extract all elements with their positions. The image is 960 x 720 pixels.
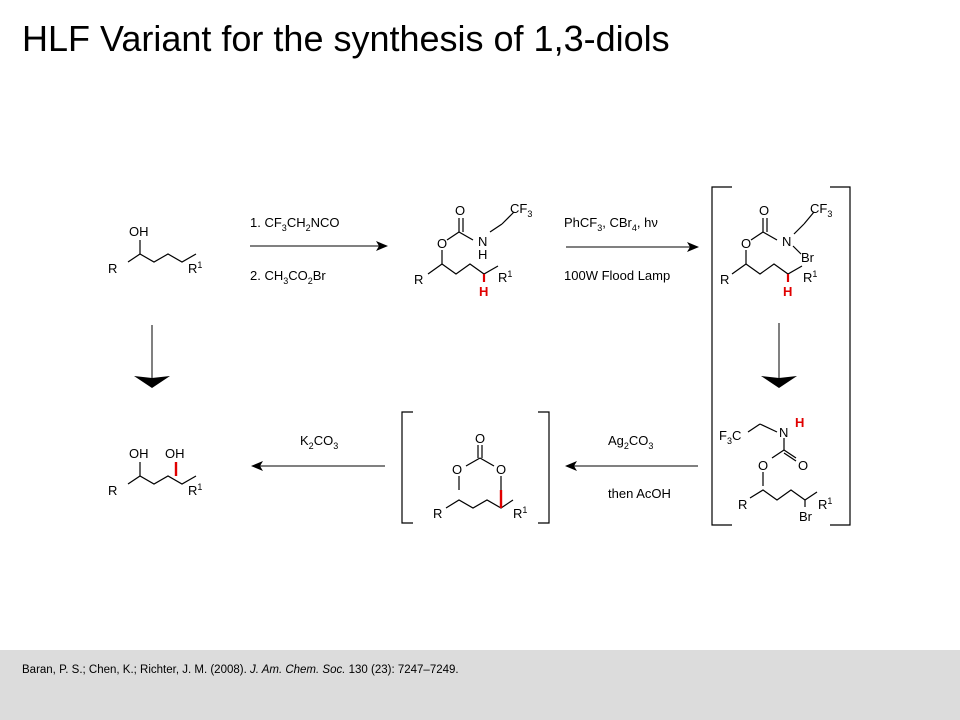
footer-bar: Baran, P. S.; Chen, K.; Richter, J. M. (…: [0, 650, 960, 720]
cyclic-carbonate-labels: O O O R R1: [433, 431, 527, 521]
svg-text:O: O: [758, 458, 768, 473]
svg-text:O: O: [475, 431, 485, 446]
carbamate: [427, 211, 515, 282]
arrow-3-line-2: then AcOH: [608, 486, 671, 501]
arrow-1-line-1: 1. CF3CH2NCO: [250, 215, 340, 233]
svg-text:O: O: [798, 458, 808, 473]
r1-label: R1: [188, 260, 202, 276]
n-bromo-carbamate: [731, 211, 815, 282]
svg-text:O: O: [452, 462, 462, 477]
reaction-scheme: OH R R1 1. CF3CH2NCO 2. CH3CO2Br O O N H…: [108, 186, 851, 526]
arrow-3-conditions: Ag2CO3 then AcOH: [608, 433, 671, 501]
starting-alcohol: [127, 240, 197, 263]
starting-alcohol-labels: OH R R1: [108, 224, 202, 276]
diol-product: [127, 462, 197, 485]
svg-text:N: N: [478, 234, 487, 249]
citation-details: 130 (23): 7247–7249.: [348, 664, 459, 676]
n-h-hydrogen: H: [795, 415, 804, 430]
svg-text:O: O: [741, 236, 751, 251]
svg-text:Br: Br: [801, 250, 815, 265]
bromide-intermediate: [747, 423, 818, 507]
bromide-intermediate-labels: F3C N H O O R R1 Br: [719, 415, 832, 524]
svg-text:H: H: [478, 247, 487, 262]
svg-text:R: R: [433, 506, 442, 521]
citation-authors: Baran, P. S.; Chen, K.; Richter, J. M. (…: [22, 664, 247, 676]
svg-text:R1: R1: [188, 482, 202, 498]
hydroxyl-label: OH: [129, 224, 149, 239]
svg-text:Br: Br: [799, 509, 813, 524]
arrow-1-conditions: 1. CF3CH2NCO 2. CH3CO2Br: [250, 215, 340, 286]
svg-text:R1: R1: [498, 269, 512, 285]
r-label: R: [108, 261, 117, 276]
svg-text:O: O: [759, 203, 769, 218]
n-bromo-carbamate-labels: O O N Br CF3 R R1 H: [720, 201, 832, 299]
svg-text:N: N: [779, 425, 788, 440]
svg-text:H: H: [783, 284, 792, 299]
svg-text:CF3: CF3: [810, 201, 832, 219]
cyclic-carbonate: [445, 445, 514, 509]
svg-text:R1: R1: [513, 505, 527, 521]
slide-title: HLF Variant for the synthesis of 1,3-dio…: [22, 18, 670, 59]
svg-text:O: O: [437, 236, 447, 251]
arrow-1-line-2: 2. CH3CO2Br: [250, 268, 326, 286]
svg-text:R: R: [738, 497, 747, 512]
svg-text:R: R: [108, 483, 117, 498]
svg-text:O: O: [496, 462, 506, 477]
arrow-4-conditions: K2CO3: [300, 433, 338, 451]
carbamate-labels: O O N H CF3 R R1 H: [414, 201, 532, 299]
carbonate-bracket: [401, 411, 550, 524]
intermediate-bracket: [711, 186, 851, 526]
svg-text:R1: R1: [803, 269, 817, 285]
svg-text:OH: OH: [129, 446, 149, 461]
svg-text:R1: R1: [818, 496, 832, 512]
arrow-2-conditions: PhCF3, CBr4, hν 100W Flood Lamp: [564, 215, 670, 283]
svg-text:CF3: CF3: [510, 201, 532, 219]
svg-text:R: R: [414, 272, 423, 287]
citation-journal: J. Am. Chem. Soc.: [249, 664, 346, 676]
svg-text:OH: OH: [165, 446, 185, 461]
svg-text:O: O: [455, 203, 465, 218]
arrow-2-line-1: PhCF3, CBr4, hν: [564, 215, 658, 233]
citation: Baran, P. S.; Chen, K.; Richter, J. M. (…: [22, 664, 459, 676]
arrow-4-line-1: K2CO3: [300, 433, 338, 451]
reactive-hydrogen: H: [479, 284, 488, 299]
svg-text:R: R: [720, 272, 729, 287]
svg-text:F3C: F3C: [719, 428, 741, 446]
arrow-3-line-1: Ag2CO3: [608, 433, 653, 451]
diol-product-labels: OH OH R R1: [108, 446, 202, 498]
arrow-2-line-2: 100W Flood Lamp: [564, 268, 670, 283]
svg-text:N: N: [782, 234, 791, 249]
